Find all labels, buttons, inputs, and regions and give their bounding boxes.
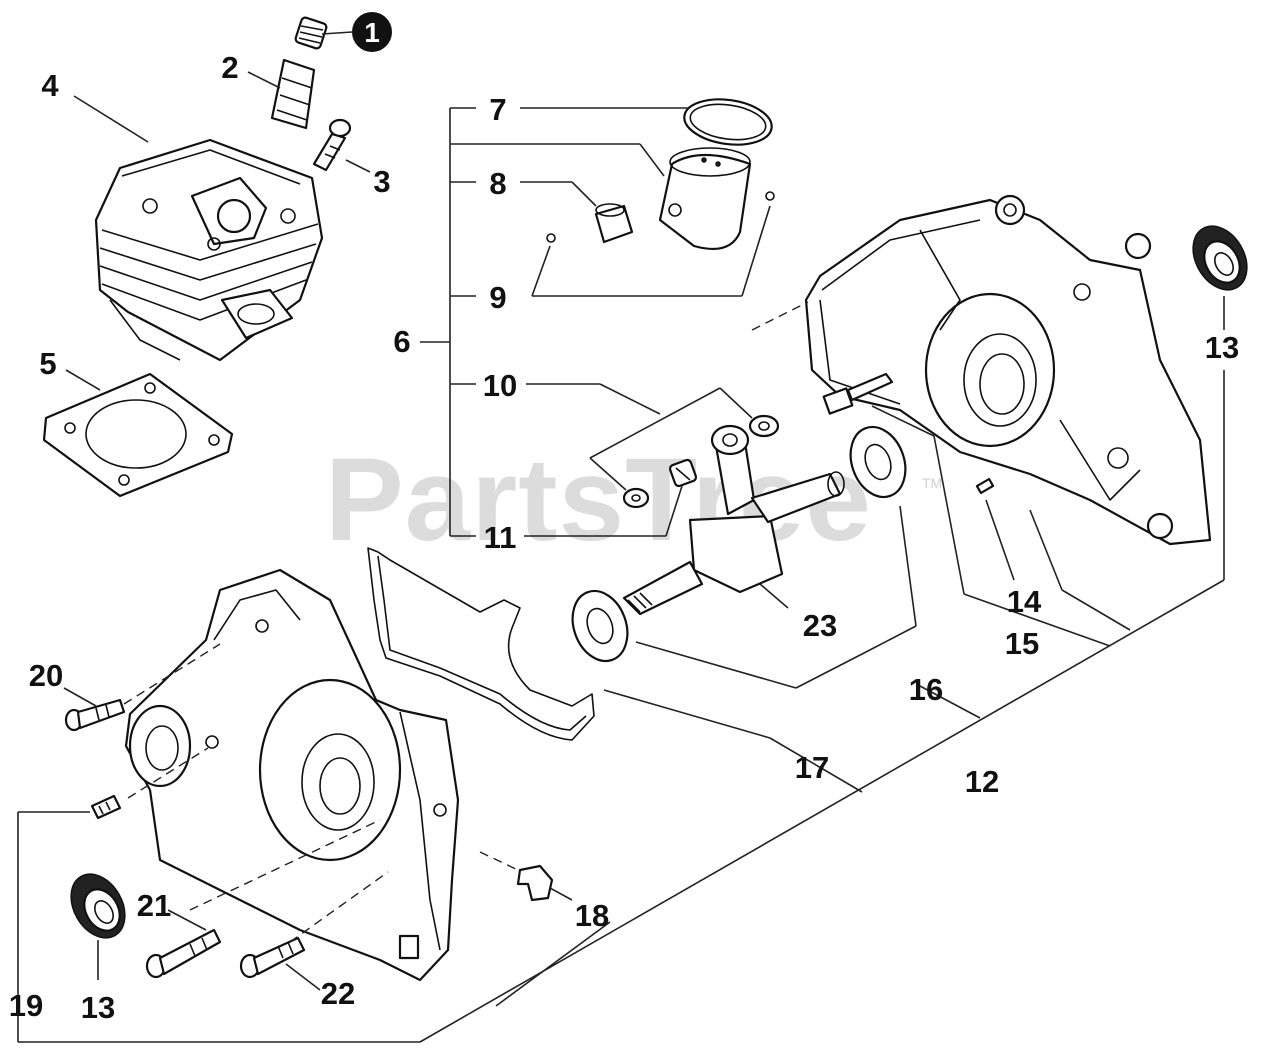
part-20-bolt	[64, 698, 126, 732]
part-9-circlips	[546, 191, 775, 243]
callout-22: 22	[321, 976, 355, 1011]
part-19-set-screw	[90, 794, 122, 820]
callout-5: 5	[39, 346, 56, 381]
callout-4: 4	[41, 68, 59, 103]
piston	[658, 147, 752, 250]
callout-16: 16	[909, 672, 943, 707]
callout-14: 14	[1007, 584, 1042, 619]
part-22-long-bolt	[239, 936, 306, 979]
callout-19: 19	[9, 988, 43, 1023]
callout-13-left: 13	[81, 990, 115, 1025]
badge-circle	[352, 12, 392, 52]
part-23-crankshaft	[622, 424, 845, 616]
callout-8: 8	[489, 166, 506, 201]
callout-20: 20	[29, 658, 63, 693]
callout-12: 12	[965, 764, 999, 799]
part-4-cylinder	[94, 138, 324, 362]
callout-1: 1	[364, 17, 380, 48]
callout-9: 9	[489, 280, 506, 315]
leader-lines	[17, 31, 1225, 1043]
callout-15: 15	[1005, 626, 1039, 661]
part-5-gasket	[42, 372, 234, 498]
callout-11: 11	[484, 520, 517, 555]
callout-badge-1: 1	[352, 12, 392, 52]
callout-21: 21	[137, 888, 171, 923]
part-11-needle-bearing	[668, 458, 698, 488]
callout-18: 18	[575, 898, 609, 933]
callout-7: 7	[489, 92, 506, 127]
part-16-bearings	[571, 425, 907, 663]
part-21-long-bolt	[145, 928, 222, 979]
part-2-spark-plug	[270, 58, 316, 130]
part-7-piston-ring	[683, 98, 773, 146]
watermark-trademark: TM	[922, 475, 942, 491]
callout-13-right: 13	[1205, 330, 1239, 365]
part-10-washers	[622, 414, 780, 509]
crankcase-right-half	[804, 194, 1212, 546]
part-3-screw	[312, 118, 352, 172]
callout-2: 2	[221, 50, 238, 85]
callout-3: 3	[373, 164, 390, 199]
part-18-elbow-fitting	[516, 864, 554, 902]
callout-17: 17	[795, 750, 829, 785]
callout-10: 10	[483, 368, 517, 403]
crankcase-left-half	[124, 568, 460, 982]
part-17-crankcase-gasket	[367, 547, 595, 741]
part-8-piston-pin	[594, 203, 634, 244]
part-13-oil-seal-left	[70, 873, 126, 939]
part-1-cap	[294, 16, 328, 50]
callout-6: 6	[393, 324, 410, 359]
callout-labels: 2 3 4 5 6 7 8 9 10 11 12 13 13 14 15 16 …	[9, 50, 1239, 1025]
part-13-oil-seal-right	[1192, 225, 1248, 291]
callout-23: 23	[803, 608, 837, 643]
